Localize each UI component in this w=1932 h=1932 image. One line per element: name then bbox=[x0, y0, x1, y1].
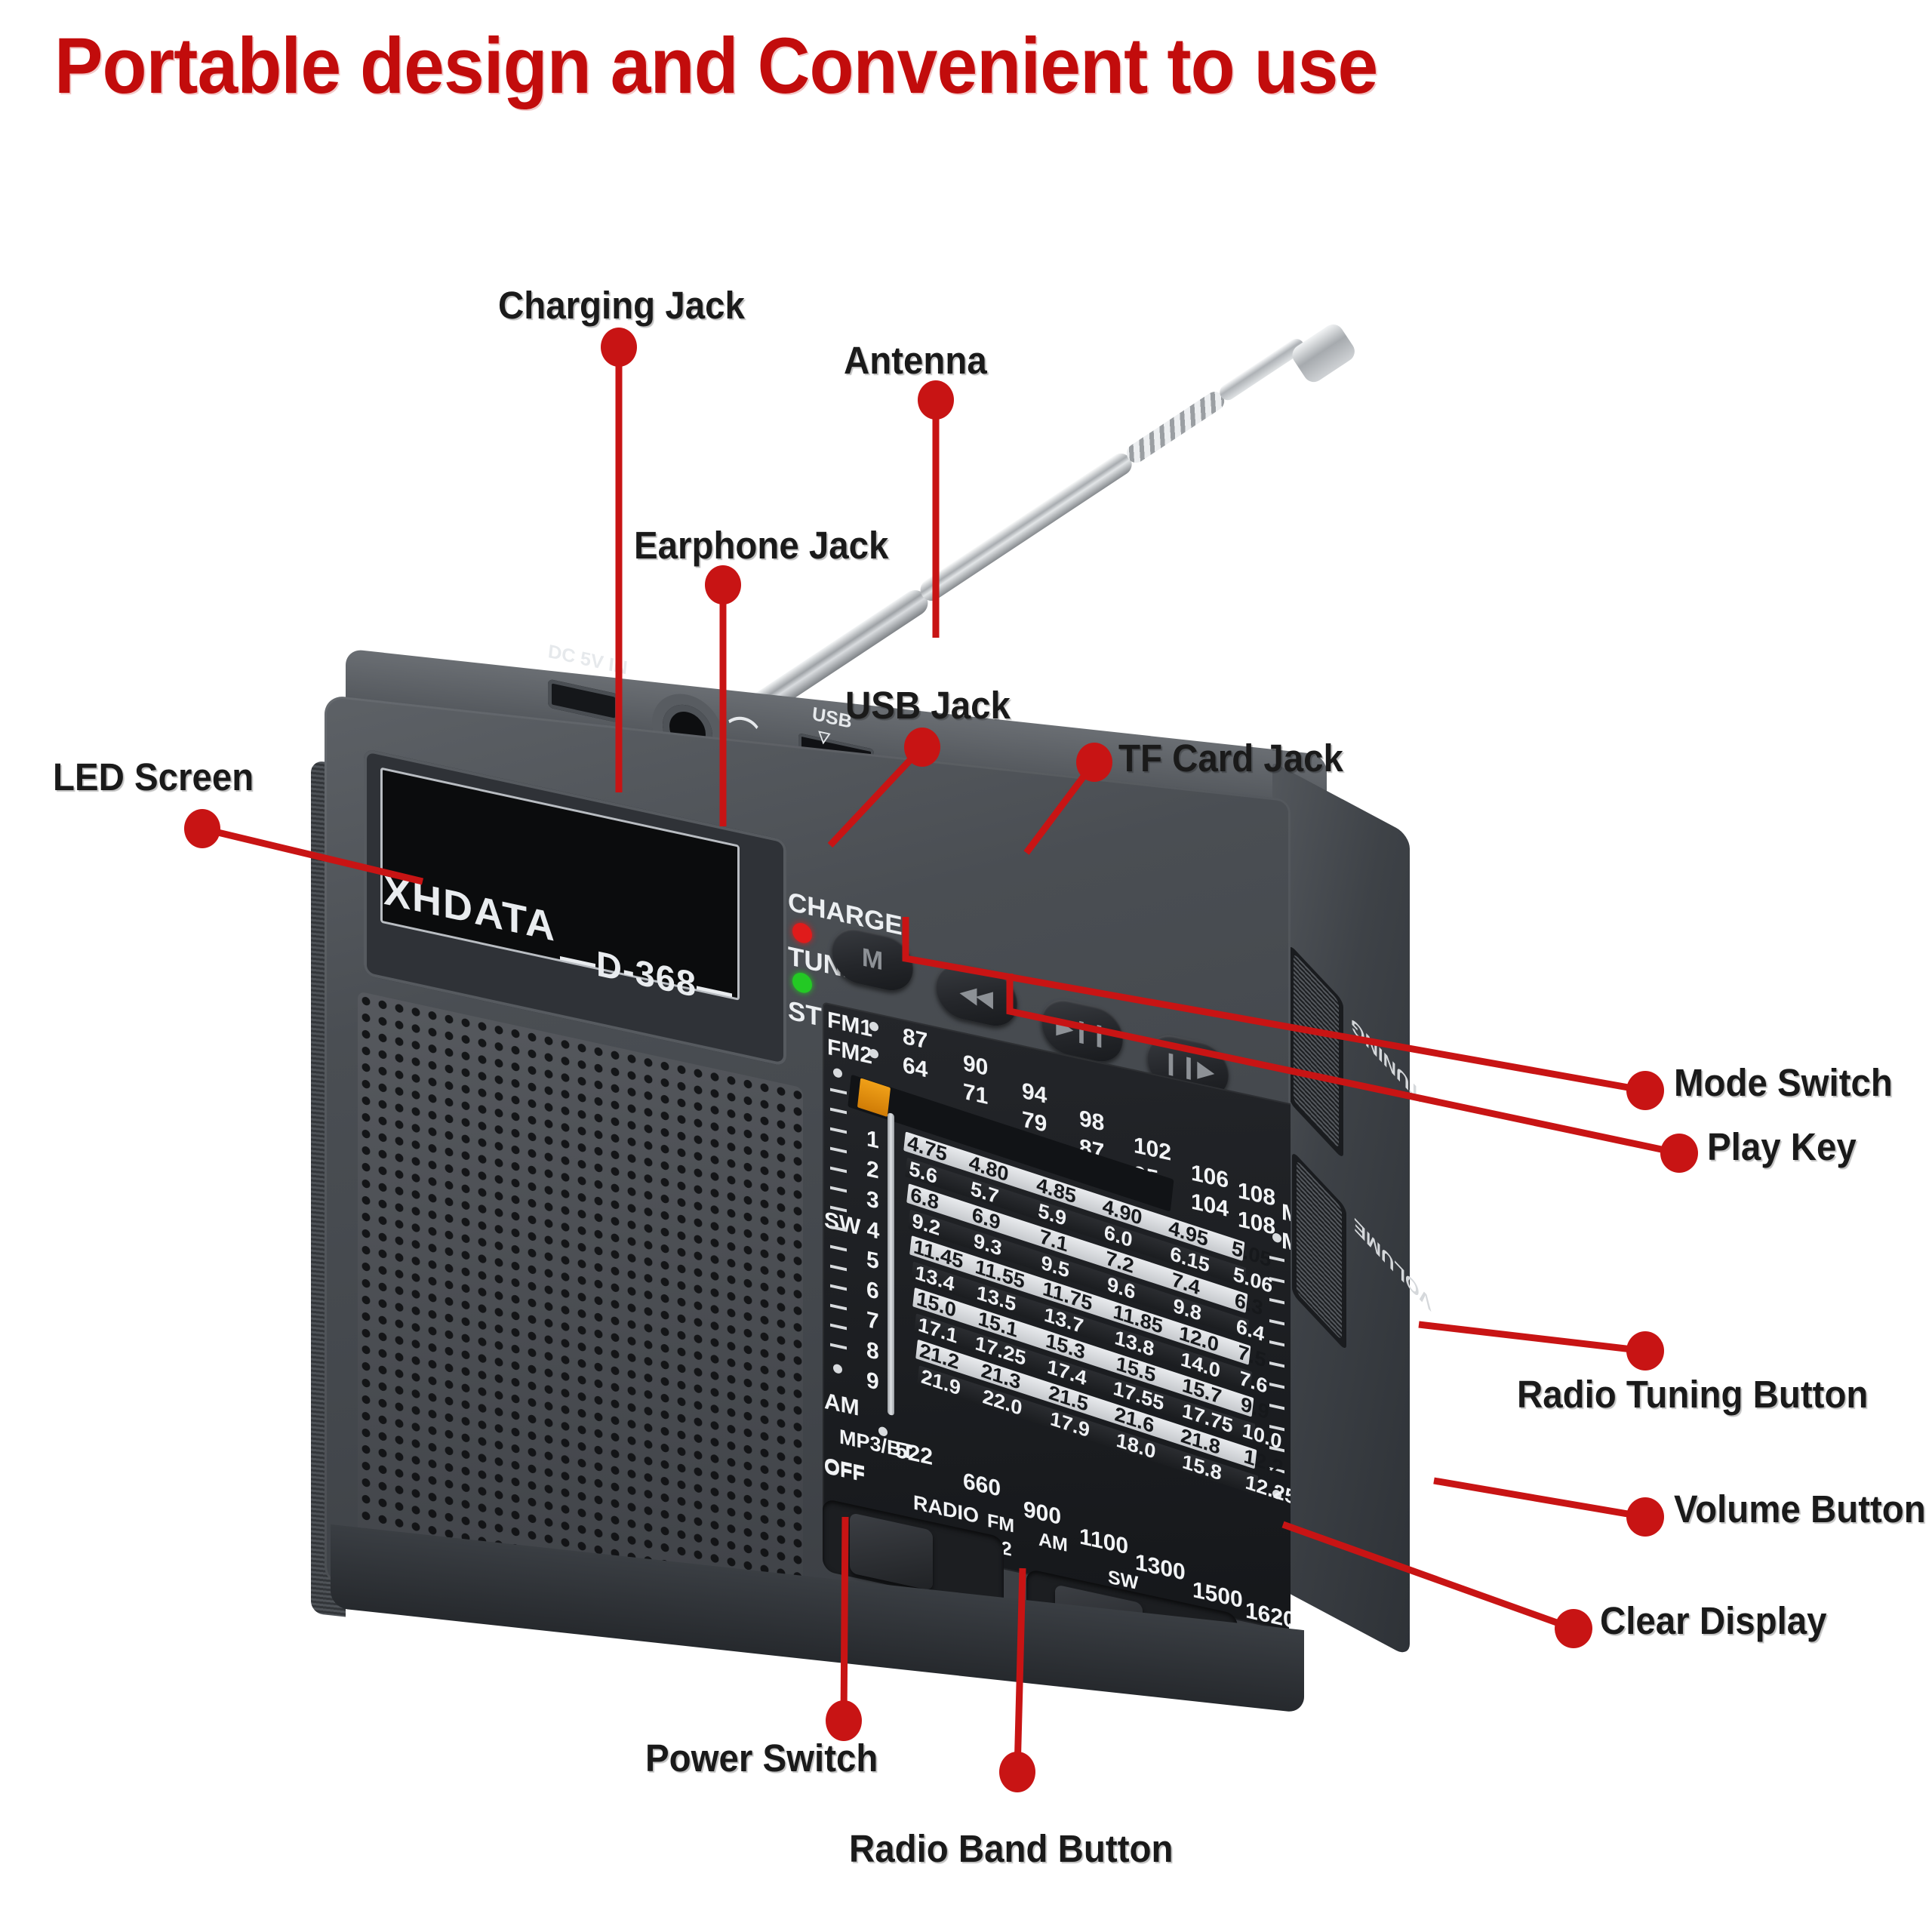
band-tick bbox=[830, 1107, 847, 1115]
dial-right-tick bbox=[1269, 1319, 1284, 1326]
am-value: 1100 bbox=[1079, 1524, 1129, 1560]
radio-body: DC 5V IN ⌒ USB ▽ TF ▱ DSP FM STEREO RADI… bbox=[311, 641, 1502, 1714]
dial-right-tick bbox=[1269, 1383, 1284, 1389]
callout-volume-button: Volume Button bbox=[1674, 1487, 1926, 1531]
dial-right-tick bbox=[1269, 1298, 1284, 1305]
callout-usb-jack: USB Jack bbox=[845, 684, 1011, 727]
band-tick bbox=[833, 1067, 842, 1079]
fm1-value: 90 bbox=[963, 1050, 989, 1081]
band-tick bbox=[830, 1088, 847, 1095]
band-label-sw6: 6 bbox=[866, 1277, 879, 1305]
band-tick bbox=[830, 1244, 847, 1252]
band-tick bbox=[830, 1284, 847, 1291]
band-label-sw3: 3 bbox=[866, 1186, 879, 1214]
band-label-sw8: 8 bbox=[866, 1337, 879, 1365]
callout-earphone-jack: Earphone Jack bbox=[634, 524, 889, 567]
dial-needle bbox=[888, 1112, 894, 1417]
right-side-panel: TUNING VOLUME bbox=[1272, 761, 1432, 1658]
callout-antenna: Antenna bbox=[844, 339, 987, 382]
antenna-segment-4 bbox=[1217, 335, 1308, 404]
charge-led-dot bbox=[792, 921, 812, 946]
band-label-am: AM bbox=[824, 1388, 860, 1421]
band-tick bbox=[833, 1363, 842, 1375]
dial-right-tick bbox=[1269, 1256, 1284, 1263]
fm2-value: 71 bbox=[963, 1078, 989, 1110]
am-value: 1300 bbox=[1135, 1549, 1186, 1586]
callout-mode-switch: Mode Switch bbox=[1674, 1061, 1893, 1104]
band-tick bbox=[830, 1166, 847, 1174]
band-label-sw1: 1 bbox=[866, 1126, 879, 1154]
band-tick bbox=[830, 1127, 847, 1134]
selector-am-label: AM bbox=[1038, 1528, 1068, 1556]
band-label-sw9: 9 bbox=[866, 1367, 879, 1395]
band-tick bbox=[830, 1186, 847, 1193]
callout-charging-jack: Charging Jack bbox=[498, 284, 745, 327]
volume-wheel-label: VOLUME bbox=[1354, 1212, 1432, 1315]
antenna-segment-3 bbox=[1123, 388, 1228, 466]
usb-arrow-icon: ▽ bbox=[817, 728, 831, 747]
fm2-value: 108 bbox=[1238, 1206, 1276, 1240]
fm1-value: 98 bbox=[1079, 1106, 1105, 1137]
dial-right-tick bbox=[1269, 1361, 1284, 1368]
fm2-value: 64 bbox=[903, 1052, 928, 1083]
am-value: 900 bbox=[1023, 1497, 1062, 1531]
tuning-wheel-label: TUNING bbox=[1351, 1012, 1420, 1107]
dial-right-tick bbox=[1269, 1340, 1284, 1347]
callout-radio-band-button: Radio Band Button bbox=[849, 1827, 1174, 1870]
band-tick bbox=[830, 1303, 847, 1311]
am-value: 660 bbox=[963, 1468, 1001, 1502]
am-value: 522 bbox=[895, 1437, 934, 1471]
callout-led-screen: LED Screen bbox=[53, 755, 254, 798]
prev-button-glyph: ◀◀ bbox=[960, 980, 993, 1011]
callout-radio-tuning-button: Radio Tuning Button bbox=[1517, 1373, 1869, 1416]
antenna-segment-2 bbox=[915, 449, 1137, 605]
tuning-wheel[interactable] bbox=[1294, 952, 1339, 1149]
callout-tf-card-jack: TF Card Jack bbox=[1118, 737, 1343, 780]
fm1-value: 102 bbox=[1134, 1132, 1172, 1166]
sw-value: 12.25 bbox=[1244, 1470, 1291, 1509]
band-tick bbox=[830, 1323, 847, 1331]
charging-jack-port[interactable] bbox=[548, 678, 619, 723]
mode-off-label: OFF bbox=[824, 1454, 865, 1487]
fm1-value: 106 bbox=[1191, 1160, 1229, 1194]
band-label-sw7: 7 bbox=[866, 1307, 879, 1335]
callout-play-key: Play Key bbox=[1707, 1125, 1857, 1168]
callout-clear-display: Clear Display bbox=[1600, 1599, 1827, 1642]
band-tick bbox=[830, 1343, 847, 1350]
callout-power-switch: Power Switch bbox=[645, 1737, 878, 1780]
band-label-sw5: 5 bbox=[866, 1247, 879, 1275]
fm1-value: 94 bbox=[1022, 1078, 1048, 1109]
dc-jack-label: DC 5V IN bbox=[546, 641, 629, 679]
selector-fm-label: FM bbox=[987, 1509, 1015, 1537]
band-tick bbox=[830, 1146, 847, 1154]
fm1-value: 108 bbox=[1238, 1177, 1276, 1211]
play-button-glyph: ▶❙❙ bbox=[1056, 1013, 1109, 1048]
dial-right-tick bbox=[1269, 1404, 1284, 1411]
fm2-value: 104 bbox=[1191, 1189, 1229, 1223]
prev-button[interactable]: ◀◀ bbox=[936, 958, 1017, 1032]
volume-wheel[interactable] bbox=[1297, 1159, 1342, 1341]
antenna-tip bbox=[1288, 320, 1359, 386]
page-title: Portable design and Convenient to use bbox=[54, 22, 1378, 110]
fm1-value: 87 bbox=[903, 1023, 928, 1054]
band-tick bbox=[830, 1264, 847, 1272]
band-label-sw2: 2 bbox=[866, 1156, 879, 1184]
mode-button-glyph: M bbox=[861, 942, 884, 976]
